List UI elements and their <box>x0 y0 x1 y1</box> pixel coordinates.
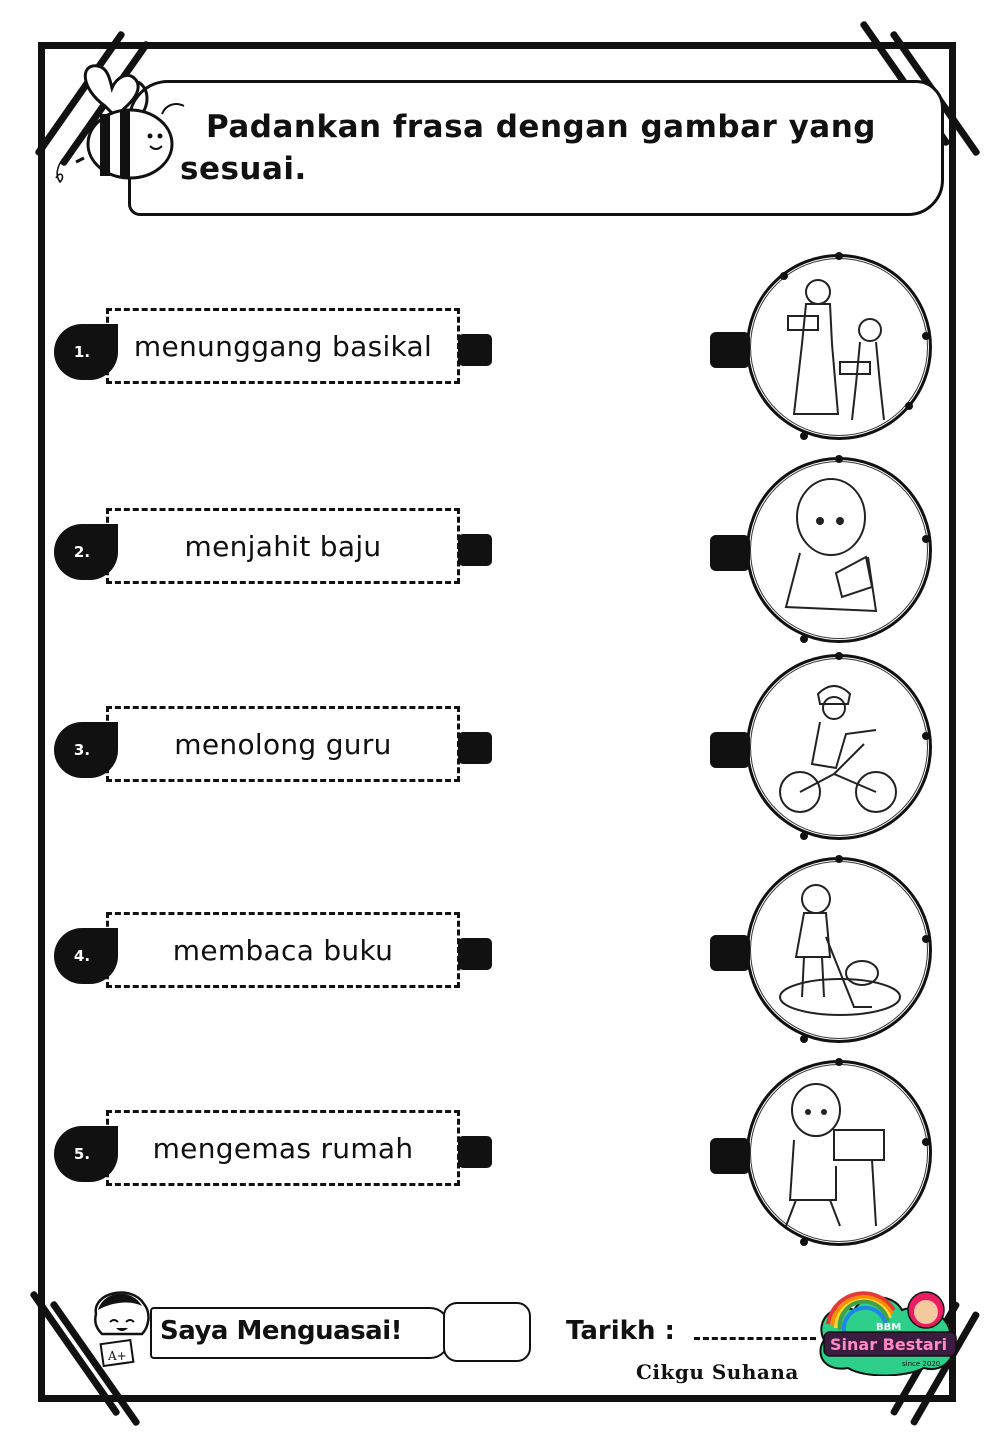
boy-riding-bicycle-illustration <box>779 685 897 813</box>
phrase-text: menolong guru <box>174 727 392 761</box>
match-connector-left[interactable] <box>458 534 492 566</box>
bee-icon <box>55 64 185 184</box>
girl-reading-book-illustration <box>784 478 878 613</box>
match-connector-right[interactable] <box>710 535 750 571</box>
match-connector-left[interactable] <box>458 1136 492 1168</box>
phrase-box: menunggang basikal <box>106 308 460 384</box>
match-connector-right[interactable] <box>710 732 750 768</box>
phrase-item-1: menunggang basikal 1. <box>54 308 494 388</box>
ring-dot <box>800 432 808 440</box>
teacher-signature: Cikgu Suhana <box>636 1360 799 1384</box>
match-connector-right[interactable] <box>710 1138 750 1174</box>
picture-item-cycling <box>710 652 940 842</box>
number-badge: 2. <box>54 524 118 580</box>
number-badge: 5. <box>54 1126 118 1182</box>
match-connector-left[interactable] <box>458 938 492 970</box>
picture-item-vacuuming <box>710 855 940 1045</box>
phrase-item-3: menolong guru 3. <box>54 706 494 786</box>
match-connector-left[interactable] <box>458 732 492 764</box>
mastery-banner <box>150 1307 450 1359</box>
ring-dot <box>922 535 930 543</box>
phrase-box: membaca buku <box>106 912 460 988</box>
ring-dot <box>800 1035 808 1043</box>
ring-dot <box>835 1058 843 1066</box>
phrase-text: menjahit baju <box>184 529 382 563</box>
ring-dot <box>800 1238 808 1246</box>
phrase-box: menolong guru <box>106 706 460 782</box>
instruction-line-1: Padankan frasa dengan gambar yang <box>206 109 876 145</box>
picture-item-helping-teacher <box>710 252 940 442</box>
number-badge: 4. <box>54 928 118 984</box>
phrase-text: membaca buku <box>172 933 394 967</box>
date-label: Tarikh : <box>566 1316 675 1346</box>
teacher-and-boy-carrying-books-illustration <box>787 279 885 421</box>
ring-dot <box>922 1138 930 1146</box>
phrase-item-5: mengemas rumah 5. <box>54 1110 494 1190</box>
match-connector-right[interactable] <box>710 935 750 971</box>
date-field[interactable] <box>694 1337 816 1340</box>
sinar-bestari-logo: BBM Sinar Bestari since 2020 <box>819 1291 957 1376</box>
phrase-text: mengemas rumah <box>152 1131 414 1165</box>
kid-mascot-icon: A+ <box>94 1291 150 1368</box>
svg-text:BBM: BBM <box>876 1322 901 1333</box>
instruction-text: Padankan frasa dengan gambar yang sesuai… <box>180 106 900 190</box>
instruction-banner <box>128 80 944 216</box>
svg-text:Sinar Bestari: Sinar Bestari <box>830 1335 947 1354</box>
picture-item-reading <box>710 455 940 645</box>
phrase-box: mengemas rumah <box>106 1110 460 1186</box>
ring-dot <box>922 935 930 943</box>
ring-dot <box>800 832 808 840</box>
mastery-label: Saya Menguasai! <box>160 1316 403 1346</box>
ring-dot <box>780 272 788 280</box>
svg-text:A+: A+ <box>107 1349 127 1363</box>
mastery-score-box[interactable] <box>443 1302 531 1362</box>
ring-dot <box>922 732 930 740</box>
ring-dot <box>922 332 930 340</box>
ring-dot <box>905 402 913 410</box>
girl-sewing-illustration <box>785 1083 885 1227</box>
svg-text:since 2020: since 2020 <box>902 1360 940 1368</box>
number-badge: 1. <box>54 324 118 380</box>
phrase-text: menunggang basikal <box>133 329 433 363</box>
ring-dot <box>800 635 808 643</box>
picture-item-sewing <box>710 1058 940 1248</box>
instruction-line-2: sesuai. <box>180 151 307 187</box>
match-connector-left[interactable] <box>458 334 492 366</box>
match-connector-right[interactable] <box>710 332 750 368</box>
worksheet-frame <box>38 42 956 1402</box>
ring-dot <box>835 855 843 863</box>
girl-vacuuming-illustration <box>779 884 901 1016</box>
phrase-item-4: membaca buku 4. <box>54 912 494 992</box>
ring-dot <box>835 252 843 260</box>
phrase-box: menjahit baju <box>106 508 460 584</box>
phrase-item-2: menjahit baju 2. <box>54 508 494 588</box>
ring-dot <box>835 455 843 463</box>
ring-dot <box>835 652 843 660</box>
number-badge: 3. <box>54 722 118 778</box>
